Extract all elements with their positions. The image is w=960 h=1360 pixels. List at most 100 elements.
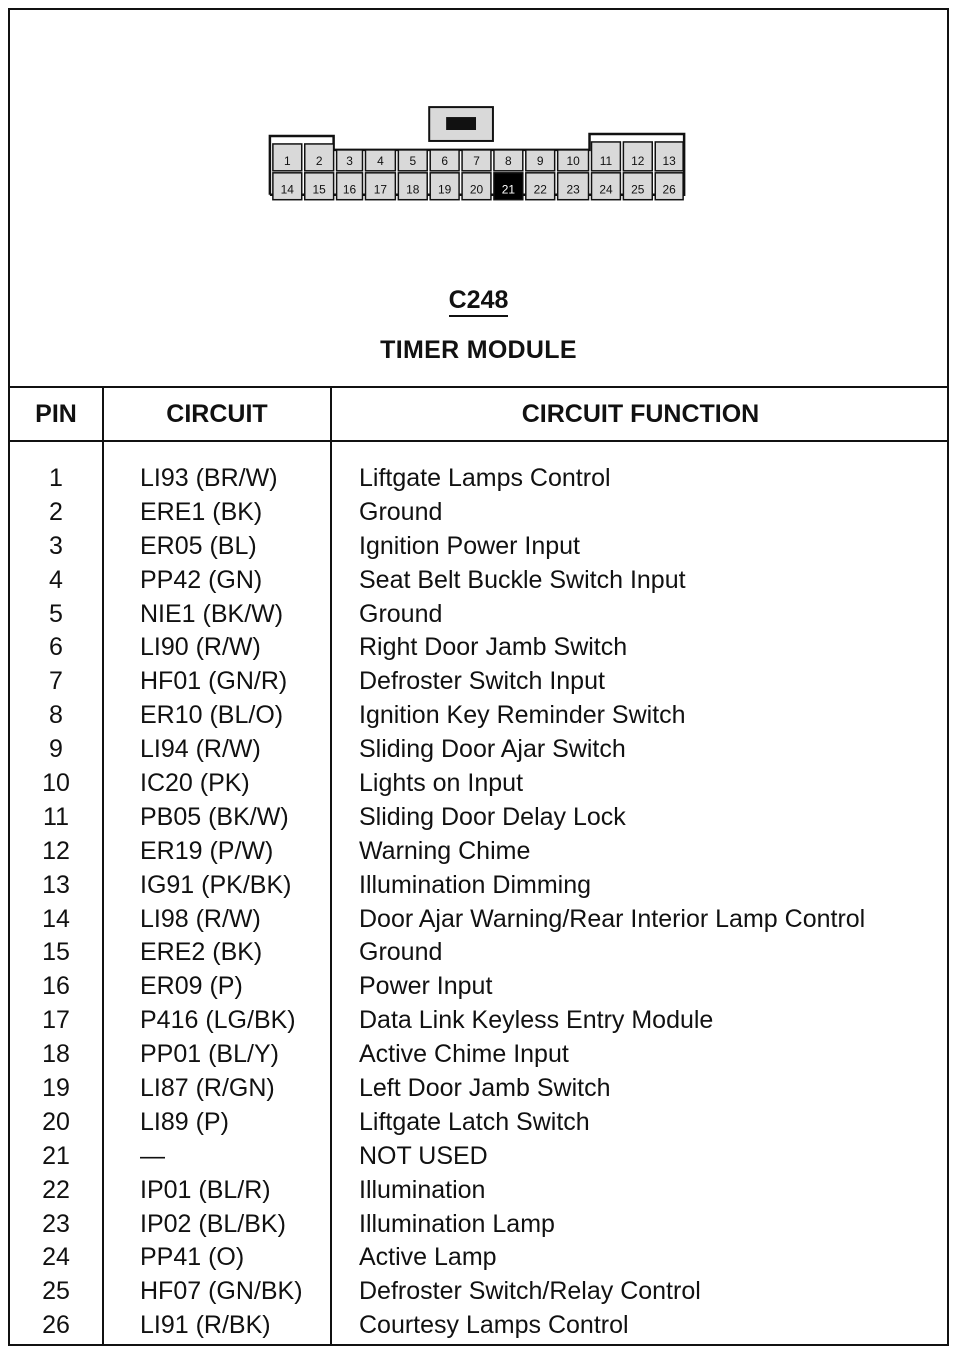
circuit-function: Defroster Switch/Relay Control bbox=[359, 1277, 701, 1306]
pin-number: 19 bbox=[42, 1074, 70, 1103]
pin-label: 24 bbox=[599, 183, 613, 197]
table-row: 21—NOT USED bbox=[10, 1142, 947, 1176]
circuit-code: LI93 (BR/W) bbox=[140, 464, 278, 492]
circuit-function: Lights on Input bbox=[359, 769, 524, 798]
table-row: 20 LI89 (P) Liftgate Latch Switch bbox=[10, 1108, 947, 1142]
circuit-code: ER10 (BL/O) bbox=[140, 701, 284, 730]
pin-label: 3 bbox=[346, 154, 353, 168]
circuit-function: Illumination Dimming bbox=[359, 870, 592, 899]
pin-number: 21 bbox=[42, 1141, 70, 1170]
circuit-function: Right Door Jamb Switch bbox=[359, 633, 628, 662]
pin-cavity bbox=[364, 172, 397, 201]
pin-number: 7 bbox=[49, 667, 63, 696]
connector-id: C248 bbox=[10, 286, 947, 317]
pin-number: 20 bbox=[42, 1107, 70, 1136]
pin-cavity bbox=[303, 143, 335, 172]
column-divider bbox=[102, 388, 104, 1346]
pin-number: 12 bbox=[42, 836, 70, 865]
pin-cavity bbox=[429, 149, 460, 172]
circuit-function: Defroster Switch Input bbox=[359, 667, 605, 696]
circuit-code: P416 (LG/BK) bbox=[140, 1006, 296, 1035]
pin-label: 8 bbox=[505, 154, 512, 168]
pin-label: 25 bbox=[631, 183, 645, 197]
circuit-function: Liftgate Latch Switch bbox=[359, 1107, 590, 1136]
circuit-function: Ground bbox=[359, 599, 443, 628]
pin-label: 7 bbox=[473, 154, 480, 168]
circuit-function: Sliding Door Delay Lock bbox=[359, 802, 626, 831]
circuit-function: Ignition Power Input bbox=[359, 531, 580, 560]
pin-cavity bbox=[397, 172, 428, 201]
circuit-code: ERE2 (BK) bbox=[140, 938, 263, 967]
pin-label: 9 bbox=[537, 154, 544, 168]
pin-cavity bbox=[654, 172, 684, 201]
pin-label: 17 bbox=[374, 183, 388, 197]
pin-label: 11 bbox=[600, 154, 613, 168]
circuit-code: LI94 (R/W) bbox=[140, 735, 261, 764]
circuit-column-header: CIRCUIT bbox=[104, 388, 330, 442]
circuit-function: Ignition Key Reminder Switch bbox=[359, 701, 686, 730]
circuit-function: Left Door Jamb Switch bbox=[359, 1074, 611, 1103]
circuit-function: Warning Chime bbox=[359, 836, 531, 865]
circuit-code: LI89 (P) bbox=[140, 1107, 229, 1136]
circuit-function: Power Input bbox=[359, 972, 493, 1001]
pin-cavity bbox=[590, 141, 622, 172]
pin-cavity bbox=[303, 172, 335, 201]
circuit-function: Ground bbox=[359, 938, 443, 967]
pin-cavity bbox=[654, 141, 684, 172]
pin-number: 13 bbox=[42, 870, 70, 899]
pin-label: 21 bbox=[502, 183, 516, 197]
circuit-code: PP01 (BL/Y) bbox=[140, 1040, 279, 1069]
pin-cavity bbox=[493, 172, 524, 201]
circuit-function: Liftgate Lamps Control bbox=[359, 464, 611, 492]
pin-cavity bbox=[590, 172, 622, 201]
circuit-code: IP01 (BL/R) bbox=[140, 1175, 271, 1204]
pin-cavity bbox=[335, 149, 364, 172]
pin-number: 8 bbox=[49, 701, 63, 730]
pin-label: 14 bbox=[281, 183, 295, 197]
circuit-code: LI98 (R/W) bbox=[140, 904, 261, 933]
circuit-code: — bbox=[140, 1141, 165, 1170]
connector-latch bbox=[428, 106, 494, 142]
circuit-code: IG91 (PK/BK) bbox=[140, 870, 292, 899]
pin-number: 23 bbox=[42, 1209, 70, 1238]
pin-column-header: PIN bbox=[10, 388, 102, 442]
circuit-code: LI91 (R/BK) bbox=[140, 1311, 271, 1340]
pin-label: 12 bbox=[631, 154, 645, 168]
circuit-code: PP41 (O) bbox=[140, 1243, 245, 1272]
pin-cavity bbox=[429, 172, 460, 201]
pin-number: 25 bbox=[42, 1277, 70, 1306]
circuit-function: Active Lamp bbox=[359, 1243, 497, 1272]
pin-label: 20 bbox=[470, 183, 484, 197]
pin-cavity bbox=[622, 141, 654, 172]
circuit-function: Sliding Door Ajar Switch bbox=[359, 735, 626, 764]
pin-label: 4 bbox=[377, 154, 384, 168]
circuit-code: ER05 (BL) bbox=[140, 531, 257, 560]
circuit-code: PP42 (GN) bbox=[140, 565, 263, 594]
pin-cavity bbox=[556, 149, 590, 172]
pin-number: 1 bbox=[49, 464, 63, 492]
table-row: 13 IG91 (PK/BK) Illumination Dimming bbox=[10, 871, 947, 905]
pin-number: 18 bbox=[42, 1040, 70, 1069]
pin-number: 11 bbox=[43, 802, 69, 831]
pin-label: 22 bbox=[534, 183, 548, 197]
circuit-function: Ground bbox=[359, 497, 443, 526]
circuit-code: IC20 (PK) bbox=[140, 769, 250, 798]
table-row: 8 ER10 (BL/O) Ignition Key Reminder Switch bbox=[10, 701, 947, 735]
circuit-code: NIE1 (BK/W) bbox=[140, 599, 284, 628]
pin-label: 13 bbox=[663, 154, 677, 168]
column-divider bbox=[330, 388, 332, 1346]
